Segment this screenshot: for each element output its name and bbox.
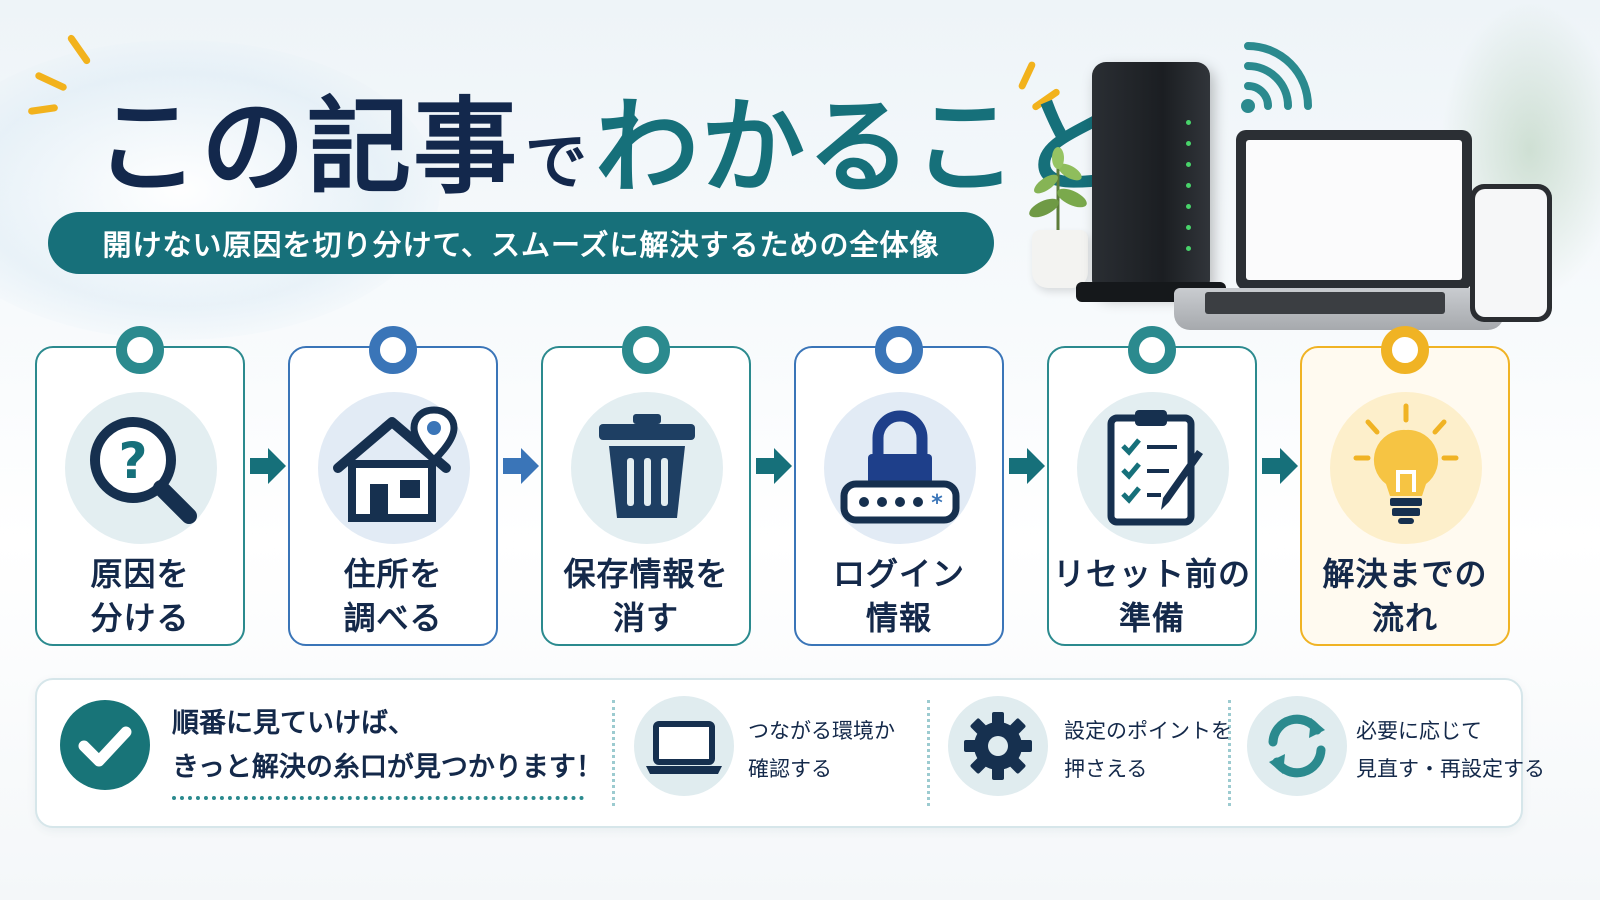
router-leds xyxy=(1186,120,1192,260)
arrow-right-icon xyxy=(250,448,286,484)
step-ring xyxy=(622,326,670,374)
refresh-icon xyxy=(1268,714,1326,778)
step-label-line1: 保存情報を xyxy=(563,555,729,593)
step-card-6: 解決までの 流れ xyxy=(1300,326,1510,646)
step-ring xyxy=(1128,326,1176,374)
feature-text-2: 設定のポイントを 押さえる xyxy=(1064,712,1232,788)
checkmark-icon xyxy=(78,726,132,767)
magnifier-question-icon: ? xyxy=(90,417,197,524)
divider xyxy=(1228,700,1231,806)
dotted-underline xyxy=(172,796,584,800)
step-label-line1: 住所を xyxy=(343,555,443,593)
step-ring xyxy=(116,326,164,374)
svg-text:?: ? xyxy=(118,432,147,490)
step-label-line2: 情報 xyxy=(865,599,932,637)
background-glow xyxy=(0,40,440,340)
feature-line1: つながる環境か xyxy=(748,719,895,743)
feature-line2: 押さえる xyxy=(1064,757,1148,781)
step-label-line1: 解決までの xyxy=(1322,555,1488,593)
smartphone-device xyxy=(1470,184,1552,322)
step-ring xyxy=(875,326,923,374)
gear-icon xyxy=(964,712,1032,780)
lock-password-icon: * xyxy=(840,410,960,524)
step-label-line2: 調べる xyxy=(343,599,443,637)
feature-icon-circle xyxy=(1247,696,1347,796)
step-ring xyxy=(369,326,417,374)
house-location-icon xyxy=(333,406,458,522)
summary-line1: 順番に見ていけば、 xyxy=(172,708,415,739)
arrow-right-icon xyxy=(1262,448,1298,484)
feature-text-3: 必要に応じて 見直す・再設定する xyxy=(1356,712,1545,788)
summary-message: 順番に見ていけば、 きっと解決の糸口が見つかります！ xyxy=(172,702,603,790)
arrow-right-icon xyxy=(503,448,539,484)
title-part-2: で xyxy=(525,125,590,198)
divider xyxy=(927,700,930,806)
plant-icon xyxy=(1029,147,1087,236)
step-card-3: 保存情報を 消す xyxy=(541,326,751,646)
page-title: この記事でわかること xyxy=(95,62,1125,213)
step-label-line1: リセット前の xyxy=(1052,555,1251,593)
arrow-right-icon xyxy=(1009,448,1045,484)
laptop-device xyxy=(1236,130,1472,290)
check-badge xyxy=(60,700,150,790)
router-device xyxy=(1092,62,1210,294)
trash-can-icon xyxy=(599,414,695,518)
clipboard-checklist-icon xyxy=(1107,410,1203,526)
step-card-4: * ログイン 情報 xyxy=(794,326,1004,646)
step-label-line2: 準備 xyxy=(1118,599,1185,637)
wifi-signal-icon xyxy=(1241,42,1312,113)
step-label-line2: 消す xyxy=(612,599,679,637)
feature-line2: 確認する xyxy=(748,757,832,781)
step-card-1: ? 原因を 分ける xyxy=(35,326,245,646)
feature-line1: 設定のポイントを xyxy=(1064,719,1232,743)
lightbulb-icon xyxy=(1353,403,1459,524)
laptop-keyboard xyxy=(1205,292,1445,314)
step-label-line1: 原因を xyxy=(90,555,190,593)
arrow-right-icon xyxy=(756,448,792,484)
summary-line2: きっと解決の糸口が見つかります！ xyxy=(172,752,603,783)
feature-icon-circle xyxy=(948,696,1048,796)
step-card-5: リセット前の 準備 xyxy=(1047,326,1257,646)
feature-line1: 必要に応じて xyxy=(1356,719,1482,743)
divider xyxy=(612,700,615,806)
plant-pot xyxy=(1032,230,1088,288)
step-ring xyxy=(1381,326,1429,374)
step-label-line1: ログイン xyxy=(832,555,965,593)
step-card-2: 住所を 調べる xyxy=(288,326,498,646)
svg-text:*: * xyxy=(931,491,943,516)
step-label-line2: 分ける xyxy=(90,599,190,637)
subtitle-banner: 開けない原因を切り分けて、スムーズに解決するための全体像 xyxy=(48,212,994,274)
feature-line2: 見直す・再設定する xyxy=(1356,757,1545,781)
feature-icon-circle xyxy=(634,696,734,796)
feature-text-1: つながる環境か 確認する xyxy=(748,712,895,788)
step-label-line2: 流れ xyxy=(1371,599,1438,637)
title-part-1: この記事 xyxy=(95,86,520,208)
laptop-icon xyxy=(646,721,722,774)
